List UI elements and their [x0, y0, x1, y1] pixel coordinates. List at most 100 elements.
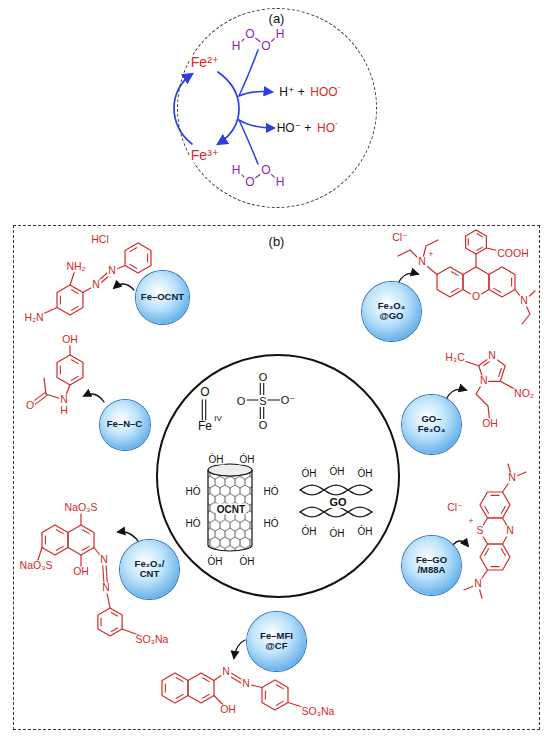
atom-label: S [475, 525, 484, 536]
species-label: HȮ [185, 518, 202, 529]
atom-label: N [479, 376, 489, 387]
atom-label: N [505, 525, 515, 536]
ring-double-bond [100, 618, 101, 625]
graphene-sheet [300, 485, 372, 495]
catalyst-sphere: Fe–N–C [100, 400, 150, 450]
species-label: O⁻ [280, 394, 296, 406]
ring-double-bond [56, 530, 63, 534]
atom-label: SO₃Na [135, 634, 170, 645]
reaction-arrow [114, 284, 134, 290]
ring-double-bond [60, 296, 61, 304]
ring-bond [98, 608, 122, 636]
species-label: O [258, 419, 269, 431]
species-label: ȮH [239, 556, 256, 567]
ring-double-bond [45, 536, 46, 544]
atom-label: N [99, 554, 109, 565]
species-label: S [258, 395, 267, 407]
catalyst-sphere: GO– Fe₃O₄ [402, 395, 461, 454]
ring-bond [480, 544, 510, 570]
atom-label: N [507, 472, 517, 483]
catalyst-name: Fe–OCNT [141, 292, 184, 303]
atom-label: NaO₃S [19, 560, 54, 571]
ring-bond [68, 525, 94, 555]
graphene-sheet [300, 507, 372, 517]
reaction-arrow [452, 541, 468, 546]
atom-label: + [427, 250, 434, 259]
species-label: ȮH [301, 468, 318, 479]
reaction-species: H⁺ + [278, 86, 305, 99]
atom-label: NO₂ [513, 388, 535, 399]
atom-label: N [241, 678, 251, 689]
atom-label: NH₂ [65, 261, 86, 272]
bond-line [475, 254, 476, 267]
ring-bond [489, 267, 515, 297]
atom-label: N [107, 265, 117, 276]
species-label: HȮ [185, 486, 202, 497]
reaction-species: O [260, 164, 271, 177]
ring-bond [262, 680, 288, 710]
reaction-species: O [244, 176, 255, 189]
ring-double-bond [82, 530, 89, 534]
reaction-species: H [275, 28, 286, 41]
reaction-species: H [275, 176, 286, 189]
ring-double-bond [477, 247, 482, 250]
reaction-species: Fe²⁺ [190, 55, 220, 70]
catalyst-sphere: Fe–OCNT [136, 271, 189, 324]
atom-label: Cl⁻ [446, 502, 463, 513]
reaction-species: H [231, 40, 242, 53]
catalyst-sphere: Fe–GO /M88A [402, 536, 461, 595]
reaction-species: H [231, 164, 242, 177]
panel-letter: (a) [268, 11, 286, 25]
species-label: Fe [197, 420, 213, 433]
atom-label: NaO₃S [64, 502, 99, 513]
ring-double-bond [468, 239, 469, 245]
ring-double-bond [71, 360, 78, 364]
ring-double-bond [494, 288, 501, 292]
atom-label: OH [219, 704, 237, 715]
species-label: O [258, 371, 269, 383]
catalyst-name: GO– Fe₃O₄ [408, 414, 454, 436]
ring-double-bond [265, 691, 266, 699]
ring-double-bond [130, 264, 137, 268]
reaction-species: O [260, 40, 271, 53]
catalyst-name: Fe–MFI @CF [253, 631, 299, 653]
product-arrow [239, 92, 272, 97]
atom-label: + [467, 517, 474, 526]
ring-double-bond [511, 278, 512, 286]
peroxide-bond [236, 34, 280, 46]
panel-letter: (b) [268, 234, 286, 248]
ring-double-bond [276, 701, 283, 705]
reaction-species: HO˙ [316, 122, 340, 135]
ring-double-bond [451, 272, 458, 276]
atom-label: H [59, 405, 69, 416]
species-label: GO [328, 496, 347, 508]
atom-label: N [519, 295, 529, 306]
species-label: OCNT [216, 504, 246, 515]
ring-double-bond [202, 678, 209, 682]
atom-label: COOH [496, 248, 530, 259]
reaction-arrow [446, 389, 466, 400]
ring-bond [57, 355, 83, 385]
ring-double-bond [71, 376, 78, 380]
atom-label: N [473, 578, 483, 589]
catalyst-name: Fe–GO /M88A [408, 555, 454, 577]
atom-label: N [101, 582, 111, 593]
ring-double-bond [485, 506, 489, 513]
atom-label: N [59, 394, 69, 405]
catalyst-sphere: Fe₂O₃/ CNT [120, 540, 179, 599]
ring-bond [125, 243, 151, 273]
reaction-arrow [398, 273, 418, 284]
ring-bond [466, 230, 487, 254]
ring-double-bond [130, 248, 137, 252]
ring-double-bond [176, 678, 183, 682]
atom-label: N [487, 350, 497, 361]
cycle-arrow [218, 72, 239, 144]
ring-double-bond [147, 254, 148, 262]
reaction-arrow [234, 640, 245, 658]
atom-label: H₂N [23, 312, 44, 323]
atom-label: O [471, 291, 481, 302]
ring-double-bond [491, 566, 499, 567]
species-label: ȮH [357, 468, 374, 479]
